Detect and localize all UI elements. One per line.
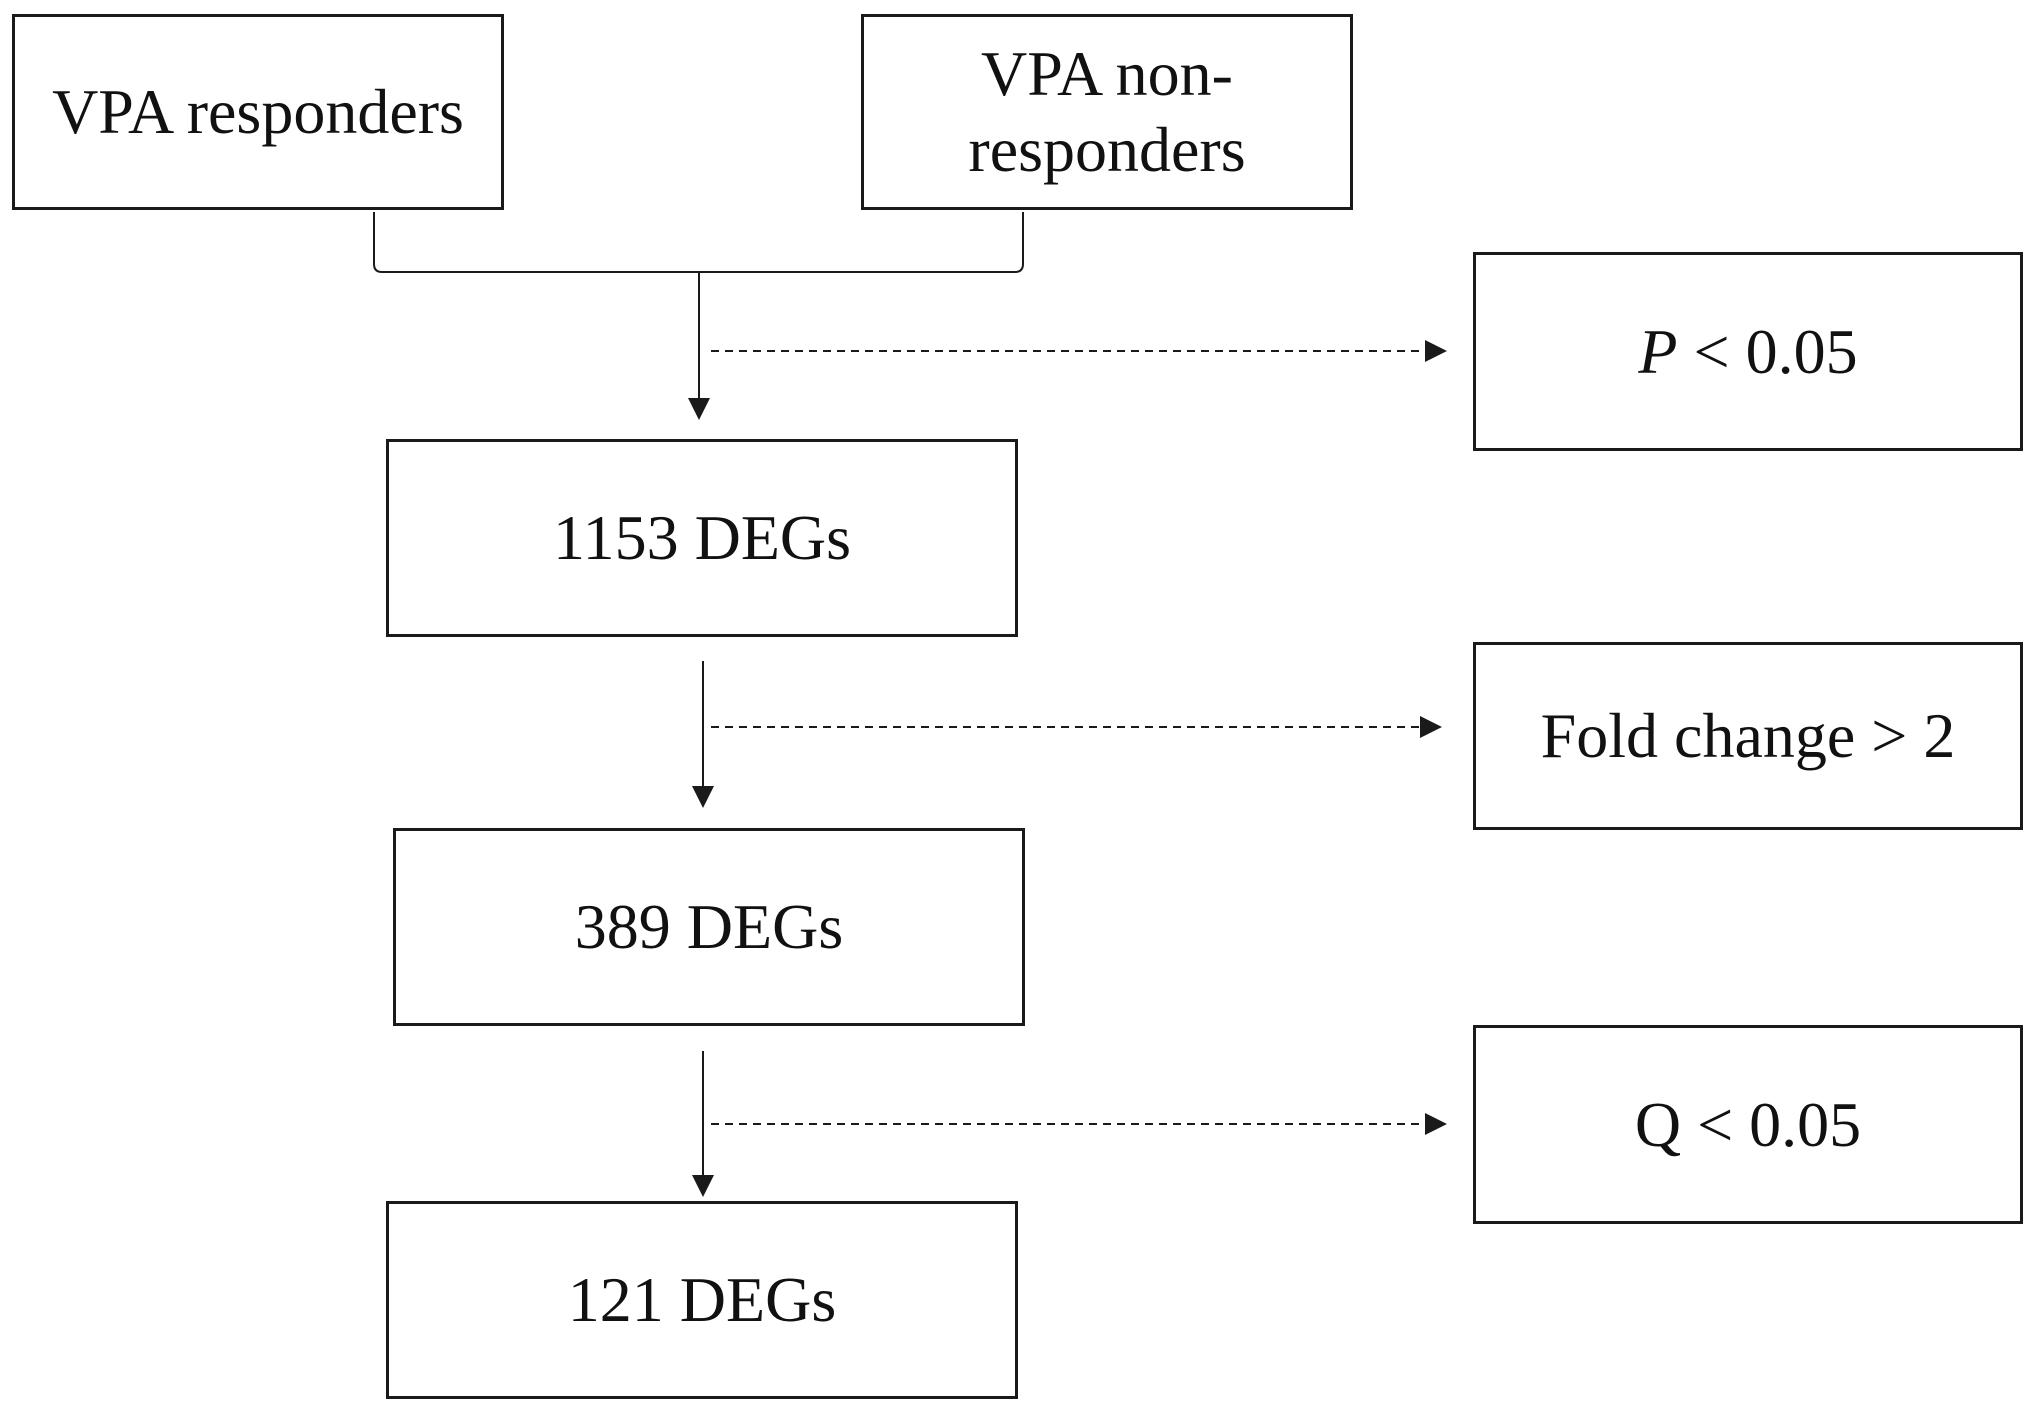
degs-389-label: 389 DEGs [574,891,844,963]
vpa-responders-box: VPA responders [12,14,504,210]
q-value-filter-label: Q < 0.05 [1634,1088,1862,1160]
degs-1153-box: 1153 DEGs [386,439,1018,637]
vpa-nonresponders-box: VPA non- responders [861,14,1353,210]
p-value-filter-box: P < 0.05 [1473,252,2023,451]
vpa-nonresponders-line1: VPA non- [981,38,1233,110]
group-bracket [373,212,1024,273]
vpa-nonresponders-line2: responders [968,114,1246,185]
p-symbol: P [1638,315,1678,387]
p-value-filter-label: P < 0.05 [1638,314,1857,390]
vpa-responders-label: VPA responders [52,76,464,148]
vpa-nonresponders-label: VPA non- responders [968,36,1245,187]
p-threshold: < 0.05 [1677,315,1858,387]
degs-121-box: 121 DEGs [386,1201,1018,1399]
q-value-filter-box: Q < 0.05 [1473,1025,2023,1224]
degs-121-label: 121 DEGs [567,1264,837,1336]
fold-change-filter-label: Fold change > 2 [1540,700,1956,772]
fold-change-filter-box: Fold change > 2 [1473,642,2023,830]
degs-1153-label: 1153 DEGs [552,502,852,574]
degs-389-box: 389 DEGs [393,828,1025,1026]
